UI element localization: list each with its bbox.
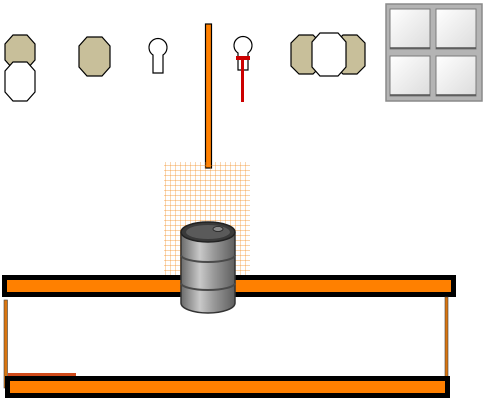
vertical-pole[interactable]: [204, 23, 213, 169]
octagon-icon[interactable]: [78, 36, 111, 77]
left-post[interactable]: [3, 299, 8, 389]
right-post[interactable]: [444, 296, 449, 380]
red-ledge[interactable]: [8, 373, 76, 376]
lower-beam[interactable]: [5, 376, 450, 398]
keyhole-pin-icon[interactable]: [233, 35, 253, 102]
grid-panel-icon[interactable]: [385, 3, 483, 102]
barrel-icon[interactable]: [180, 221, 236, 314]
keyhole-icon[interactable]: [148, 37, 168, 74]
octagon-pair-icon[interactable]: [4, 34, 36, 102]
octagon-triple-icon[interactable]: [290, 32, 366, 77]
